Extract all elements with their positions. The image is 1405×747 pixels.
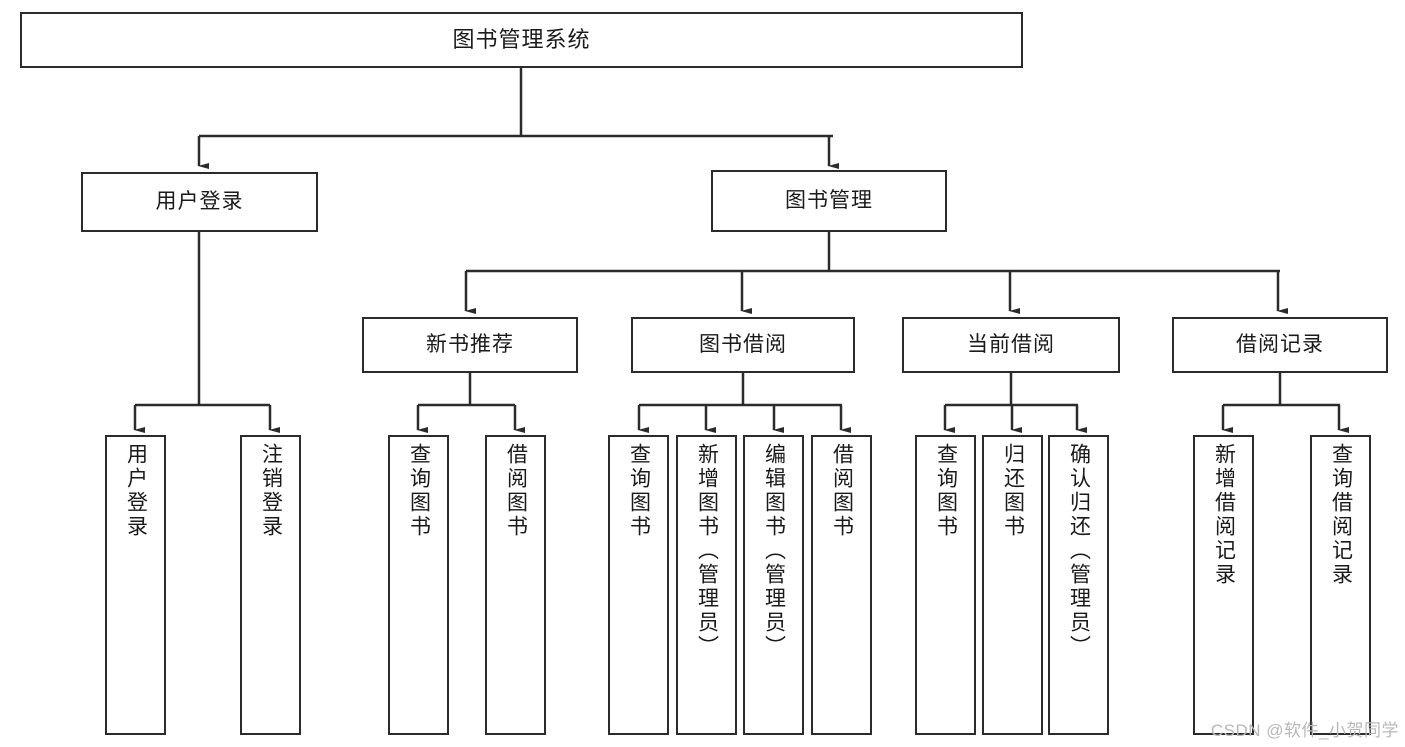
leaf-label: 用户登录 — [124, 443, 148, 539]
leaf-user-login-login[interactable]: 用户登录 — [105, 435, 166, 735]
leaf-new-book-query-book[interactable]: 查询图书 — [388, 435, 449, 735]
leaf-current-borrow-return-book[interactable]: 归还图书 — [982, 435, 1043, 735]
leaf-label: 新增图书（管理员） — [695, 443, 719, 659]
node-borrow-record[interactable]: 借阅记录 — [1172, 317, 1388, 373]
leaf-book-borrow-edit-book-admin[interactable]: 编辑图书（管理员） — [743, 435, 804, 735]
watermark: CSDN @软件_小贺同学 — [1210, 721, 1399, 740]
leaf-label: 查询借阅记录 — [1329, 443, 1353, 587]
node-book-management[interactable]: 图书管理 — [711, 170, 947, 232]
leaf-borrow-record-add-record[interactable]: 新增借阅记录 — [1193, 435, 1254, 735]
node-label: 图书管理系统 — [452, 26, 591, 52]
leaf-current-borrow-query-book[interactable]: 查询图书 — [915, 435, 976, 735]
leaf-label: 查询图书 — [407, 443, 431, 539]
node-label: 图书借阅 — [699, 333, 787, 357]
leaf-label: 借阅图书 — [830, 443, 854, 539]
leaf-user-login-logout[interactable]: 注销登录 — [240, 435, 301, 735]
leaf-book-borrow-add-book-admin[interactable]: 新增图书（管理员） — [676, 435, 737, 735]
leaf-book-borrow-query-book[interactable]: 查询图书 — [608, 435, 669, 735]
node-current-borrow[interactable]: 当前借阅 — [902, 317, 1120, 373]
leaf-label: 注销登录 — [259, 443, 283, 539]
leaf-new-book-borrow-book[interactable]: 借阅图书 — [485, 435, 546, 735]
node-label: 借阅记录 — [1236, 333, 1324, 357]
node-new-book-recommend[interactable]: 新书推荐 — [362, 317, 578, 373]
leaf-book-borrow-borrow-book[interactable]: 借阅图书 — [811, 435, 872, 735]
leaf-borrow-record-query-record[interactable]: 查询借阅记录 — [1310, 435, 1371, 735]
node-label: 用户登录 — [155, 190, 244, 214]
node-label: 当前借阅 — [967, 333, 1055, 357]
leaf-label: 归还图书 — [1001, 443, 1025, 539]
leaf-label: 借阅图书 — [504, 443, 528, 539]
leaf-label: 编辑图书（管理员） — [762, 443, 786, 659]
node-user-login[interactable]: 用户登录 — [81, 172, 318, 232]
node-root-library-management-system[interactable]: 图书管理系统 — [20, 12, 1023, 68]
leaf-label: 新增借阅记录 — [1212, 443, 1236, 587]
leaf-label: 查询图书 — [627, 443, 651, 539]
leaf-label: 查询图书 — [934, 443, 958, 539]
leaf-label: 确认归还（管理员） — [1067, 443, 1091, 659]
node-label: 新书推荐 — [426, 333, 514, 357]
leaf-current-borrow-confirm-return-admin[interactable]: 确认归还（管理员） — [1048, 435, 1109, 735]
node-label: 图书管理 — [785, 189, 873, 213]
node-book-borrow[interactable]: 图书借阅 — [631, 317, 855, 373]
